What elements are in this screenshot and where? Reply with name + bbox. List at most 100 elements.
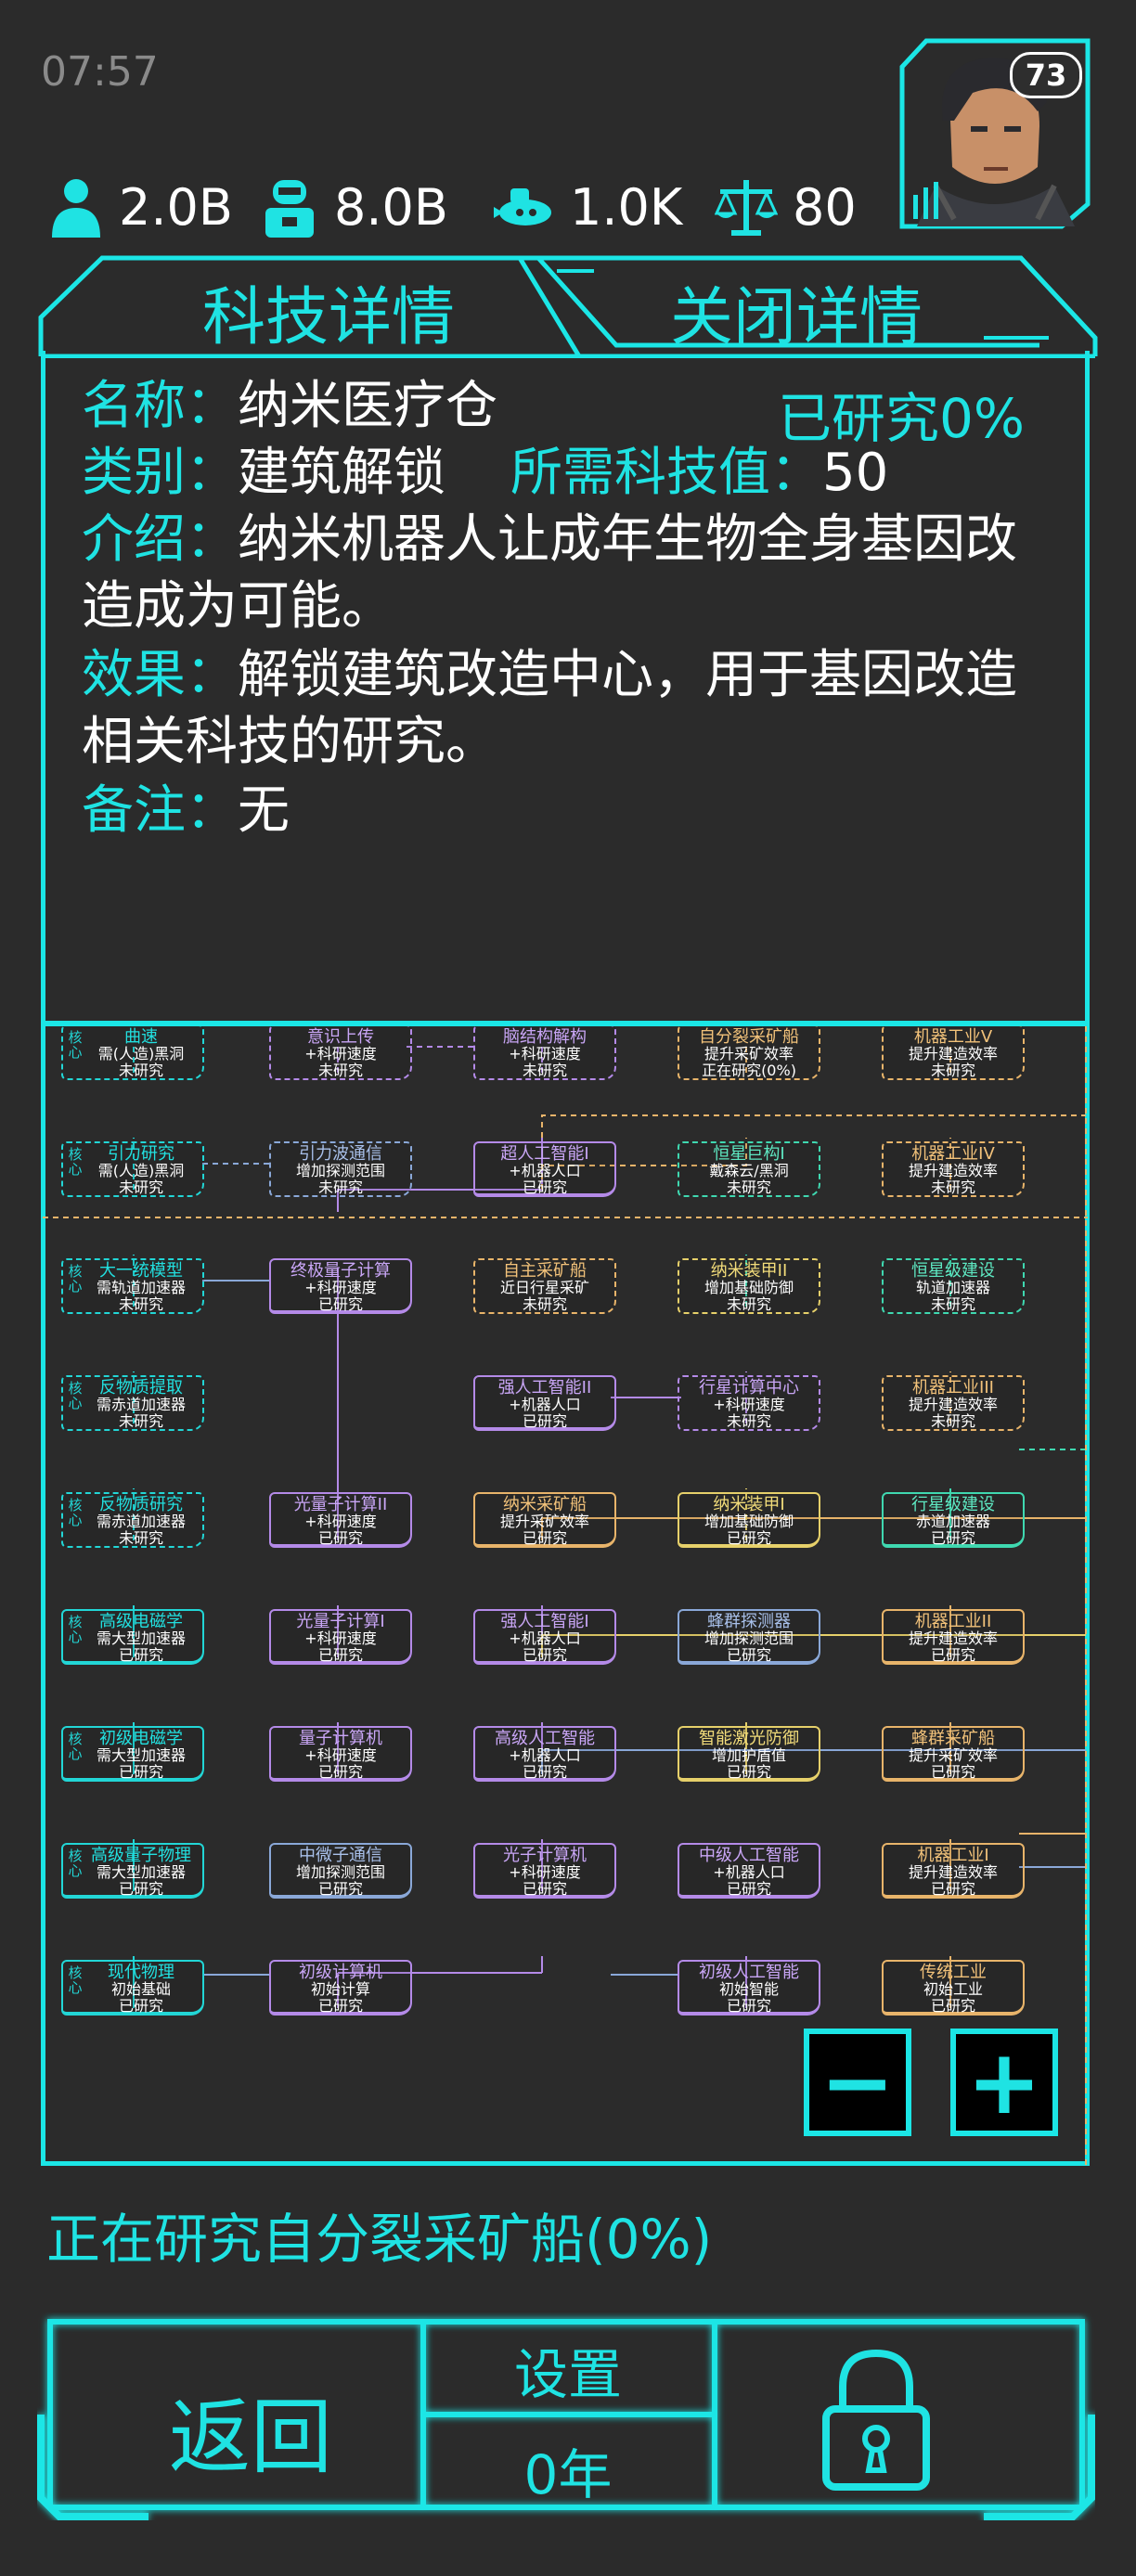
- year-display: 0年: [523, 2443, 613, 2506]
- tech-node[interactable]: 初级人工智能初始智能已研究: [678, 1960, 820, 2016]
- tech-node-title: 初级人工智能: [699, 1963, 799, 1982]
- tech-node-title: 蜂群探测器: [707, 1612, 791, 1631]
- tech-node[interactable]: 核心引力研究需(人造)黑洞未研究: [61, 1141, 204, 1197]
- tech-node[interactable]: 核心大一统模型需轨道加速器未研究: [61, 1258, 204, 1314]
- tech-node[interactable]: 行星计算中心+科研速度未研究: [678, 1375, 820, 1431]
- signal-icon: [913, 182, 941, 219]
- tech-node[interactable]: 量子计算机+科研速度已研究: [269, 1726, 412, 1782]
- tab-tech-detail[interactable]: 科技详情: [202, 281, 456, 354]
- tech-node-status: 已研究: [522, 1880, 567, 1898]
- desc-label: 介绍：: [82, 509, 238, 570]
- lock-button[interactable]: [813, 2346, 939, 2491]
- tech-node[interactable]: 光量子计算I+科研速度已研究: [269, 1609, 412, 1665]
- tech-node-effect: 提升建造效率: [908, 1863, 998, 1881]
- tab-close-detail[interactable]: 关闭详情: [670, 281, 923, 354]
- tech-node-status: 已研究: [522, 1763, 567, 1781]
- tech-node[interactable]: 自分裂采矿船提升采矿效率正在研究(0%): [678, 1026, 820, 1080]
- tech-node[interactable]: 恒星级建设轨道加速器未研究: [882, 1258, 1025, 1314]
- tech-node-title: 行星计算中心: [699, 1378, 799, 1397]
- tech-node[interactable]: 核心现代物理初始基础已研究: [61, 1960, 204, 2016]
- core-tag: 核心: [68, 1731, 83, 1762]
- tech-node[interactable]: 核心初级电磁学需大型加速器已研究: [61, 1726, 204, 1782]
- tech-node[interactable]: 行星级建设赤道加速器已研究: [882, 1492, 1025, 1548]
- zoom-in-button[interactable]: +: [950, 2029, 1058, 2136]
- tech-node[interactable]: 意识上传+科研速度未研究: [269, 1026, 412, 1080]
- tech-node-title: 引力研究: [108, 1144, 174, 1164]
- tech-node-title: 蜂群采矿船: [911, 1729, 995, 1748]
- info-category-row: 类别：建筑解锁所需科技值：50: [82, 440, 888, 507]
- tech-node-effect: +机器人口: [509, 1162, 581, 1179]
- tech-node[interactable]: 中微子通信增加探测范围已研究: [269, 1843, 412, 1899]
- tech-node[interactable]: 光子计算机+科研速度已研究: [473, 1843, 616, 1899]
- tech-node-status: 已研究: [522, 1179, 567, 1196]
- tech-node[interactable]: 终极量子计算+科研速度已研究: [269, 1258, 412, 1314]
- tech-node-effect: 增加基础防御: [704, 1279, 794, 1296]
- tech-node-status: 已研究: [522, 1529, 567, 1547]
- level-badge: 73: [1010, 52, 1082, 98]
- tech-node[interactable]: 蜂群采矿船提升采矿效率已研究: [882, 1726, 1025, 1782]
- tech-node[interactable]: 中级人工智能+机器人口已研究: [678, 1843, 820, 1899]
- info-desc-row: 介绍：纳米机器人让成年生物全身基因改造成为可能。: [82, 507, 1028, 640]
- tech-node[interactable]: 脑结构解构+科研速度未研究: [473, 1026, 616, 1080]
- core-tag: 核心: [68, 1497, 83, 1528]
- back-button[interactable]: 返回: [168, 2389, 332, 2485]
- tech-node-status: 未研究: [522, 1295, 567, 1313]
- settings-button[interactable]: 设置: [513, 2343, 622, 2406]
- tech-node[interactable]: 核心曲速需(人造)黑洞未研究: [61, 1026, 204, 1080]
- tech-node[interactable]: 纳米采矿船提升采矿效率已研究: [473, 1492, 616, 1548]
- tech-node[interactable]: 强人工智能II+机器人口已研究: [473, 1375, 616, 1431]
- tech-tree-view[interactable]: 核心曲速需(人造)黑洞未研究意识上传+科研速度未研究脑结构解构+科研速度未研究自…: [41, 1026, 1090, 2166]
- core-tag: 核心: [68, 1380, 83, 1411]
- tech-node[interactable]: 核心高级电磁学需大型加速器已研究: [61, 1609, 204, 1665]
- tech-node[interactable]: 核心高级量子物理需大型加速器已研究: [61, 1843, 204, 1899]
- tech-node[interactable]: 智能激光防御增加护盾值已研究: [678, 1726, 820, 1782]
- tech-node-title: 纳米采矿船: [503, 1495, 587, 1514]
- tech-node-title: 高级量子物理: [91, 1846, 191, 1865]
- tech-node[interactable]: 光量子计算II+科研速度已研究: [269, 1492, 412, 1548]
- tech-node-effect: 提升建造效率: [908, 1045, 998, 1063]
- tech-node-effect: +机器人口: [509, 1396, 581, 1413]
- category-value: 建筑解锁: [238, 443, 445, 503]
- tech-node-effect: 提升建造效率: [908, 1396, 998, 1413]
- tech-node-status: 正在研究(0%): [702, 1062, 796, 1079]
- zoom-out-button[interactable]: −: [804, 2029, 911, 2136]
- category-label: 类别：: [82, 443, 238, 503]
- tech-node[interactable]: 强人工智能I+机器人口已研究: [473, 1609, 616, 1665]
- tech-node-effect: +机器人口: [509, 1629, 581, 1647]
- tech-node-title: 初级计算机: [299, 1963, 382, 1982]
- tech-node[interactable]: 蜂群探测器增加探测范围已研究: [678, 1609, 820, 1665]
- tech-node-effect: 戴森云/黑洞: [709, 1162, 789, 1179]
- tech-node-title: 智能激光防御: [699, 1729, 799, 1748]
- tech-node-effect: 初始智能: [718, 1980, 779, 1998]
- tech-node-effect: 增加探测范围: [704, 1629, 794, 1647]
- tech-node-title: 高级电磁学: [99, 1612, 183, 1631]
- tech-node[interactable]: 超人工智能I+机器人口已研究: [473, 1141, 616, 1197]
- tech-node-title: 自分裂采矿船: [699, 1027, 799, 1047]
- tech-node-effect: +科研速度: [509, 1863, 581, 1881]
- tech-node-effect: 轨道加速器: [915, 1279, 990, 1296]
- tech-node[interactable]: 核心反物质研究需赤道加速器未研究: [61, 1492, 204, 1548]
- detail-panel: [41, 351, 1090, 2166]
- tech-node[interactable]: 核心反物质提取需赤道加速器未研究: [61, 1375, 204, 1431]
- tech-node-title: 脑结构解构: [503, 1027, 587, 1047]
- tech-node[interactable]: 自主采矿船近日行星采矿未研究: [473, 1258, 616, 1314]
- tech-node[interactable]: 初级计算机初始计算已研究: [269, 1960, 412, 2016]
- tech-node[interactable]: 传统工业初始工业已研究: [882, 1960, 1025, 2016]
- tech-node-status: 未研究: [118, 1179, 163, 1196]
- tech-node-status: 未研究: [118, 1062, 163, 1079]
- tech-node[interactable]: 高级人工智能+机器人口已研究: [473, 1726, 616, 1782]
- tech-node-status: 未研究: [726, 1295, 771, 1313]
- tech-node-effect: 提升建造效率: [908, 1162, 998, 1179]
- tech-node-effect: 增加基础防御: [704, 1513, 794, 1530]
- tech-node[interactable]: 引力波通信增加探测范围未研究: [269, 1141, 412, 1197]
- tech-node-effect: +科研速度: [509, 1045, 581, 1063]
- tech-node-effect: 增加护盾值: [711, 1746, 786, 1764]
